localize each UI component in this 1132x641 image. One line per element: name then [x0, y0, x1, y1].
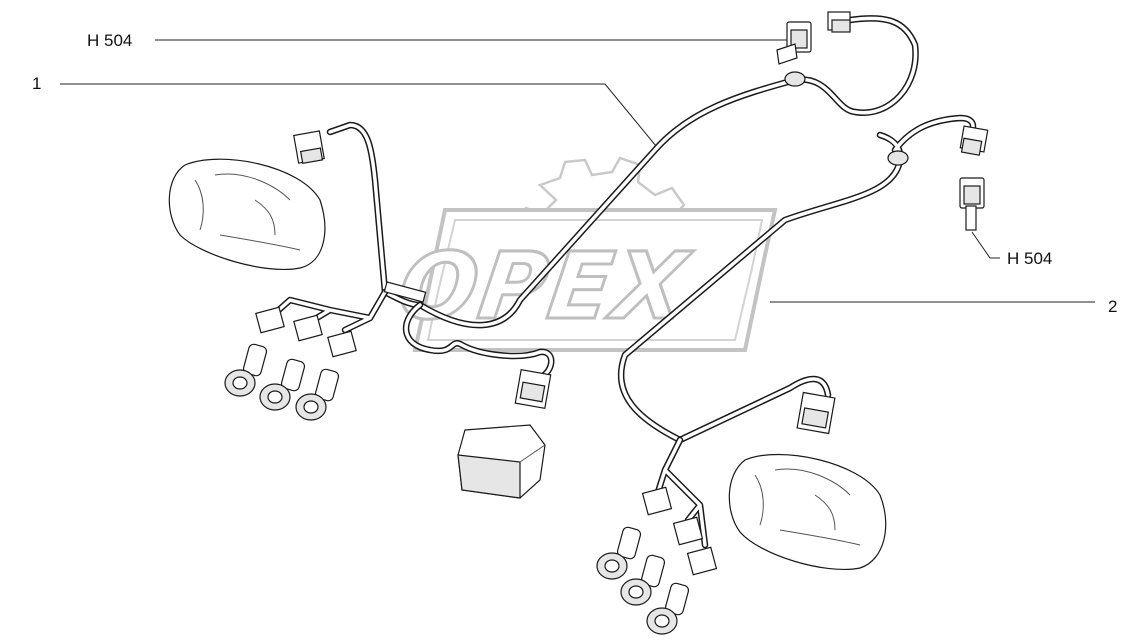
callout-label-h504-top: H 504	[87, 31, 132, 50]
callout-label-item-2: 2	[1108, 297, 1117, 316]
harness-1	[168, 11, 919, 421]
bulb-right-3	[646, 582, 690, 635]
leader-item-1	[60, 83, 657, 147]
grommet-top	[784, 71, 806, 87]
plug-h504-top	[776, 21, 812, 65]
leader-h504-right	[971, 231, 1000, 259]
socket-connector-1	[255, 306, 285, 334]
plug-h504-right	[959, 177, 985, 231]
harness-2	[596, 114, 989, 635]
harness-1-branch-upper-inner	[328, 123, 387, 294]
bulb-right-2	[620, 554, 666, 606]
connector-right-h504	[959, 125, 989, 156]
bulb-right-1	[596, 526, 642, 580]
callout-item-2: 2	[770, 297, 1117, 316]
harness-1-branch-loop-inner	[404, 303, 553, 380]
socket-connector-4	[641, 486, 673, 516]
grommet-right	[887, 150, 909, 166]
callout-h504-top: H 504	[87, 31, 787, 50]
harness-2-trunk-inner	[619, 116, 975, 442]
bulb-left-3	[295, 368, 340, 421]
bulb-left-1	[224, 343, 268, 397]
connector-right-branch	[796, 391, 836, 435]
watermark-brand-text: OPEX	[392, 232, 697, 339]
socket-connector-2	[293, 314, 323, 342]
connector-loop-end	[514, 368, 552, 410]
callout-label-h504-right: H 504	[1007, 249, 1052, 268]
socket-connector-3	[327, 330, 357, 358]
harness-2-branch-right-inner	[678, 377, 830, 442]
lamp-housing-right	[728, 453, 887, 570]
harness-1-junction-sleeve	[383, 281, 427, 303]
bulb-left-2	[259, 358, 306, 411]
connector-top-h504	[827, 11, 851, 33]
lamp-lens-cover	[457, 424, 546, 499]
socket-connector-5	[672, 516, 704, 546]
callout-label-item-1: 1	[32, 74, 41, 93]
socket-connector-6	[686, 546, 718, 576]
watermark-frame-inner	[426, 219, 764, 341]
connector-upper-left	[293, 130, 325, 165]
lamp-housing-left	[168, 158, 326, 270]
harness-2-branch-sockets-inner	[656, 438, 707, 547]
callout-item-1: 1	[32, 74, 657, 147]
callout-h504-right: H 504	[971, 231, 1052, 268]
